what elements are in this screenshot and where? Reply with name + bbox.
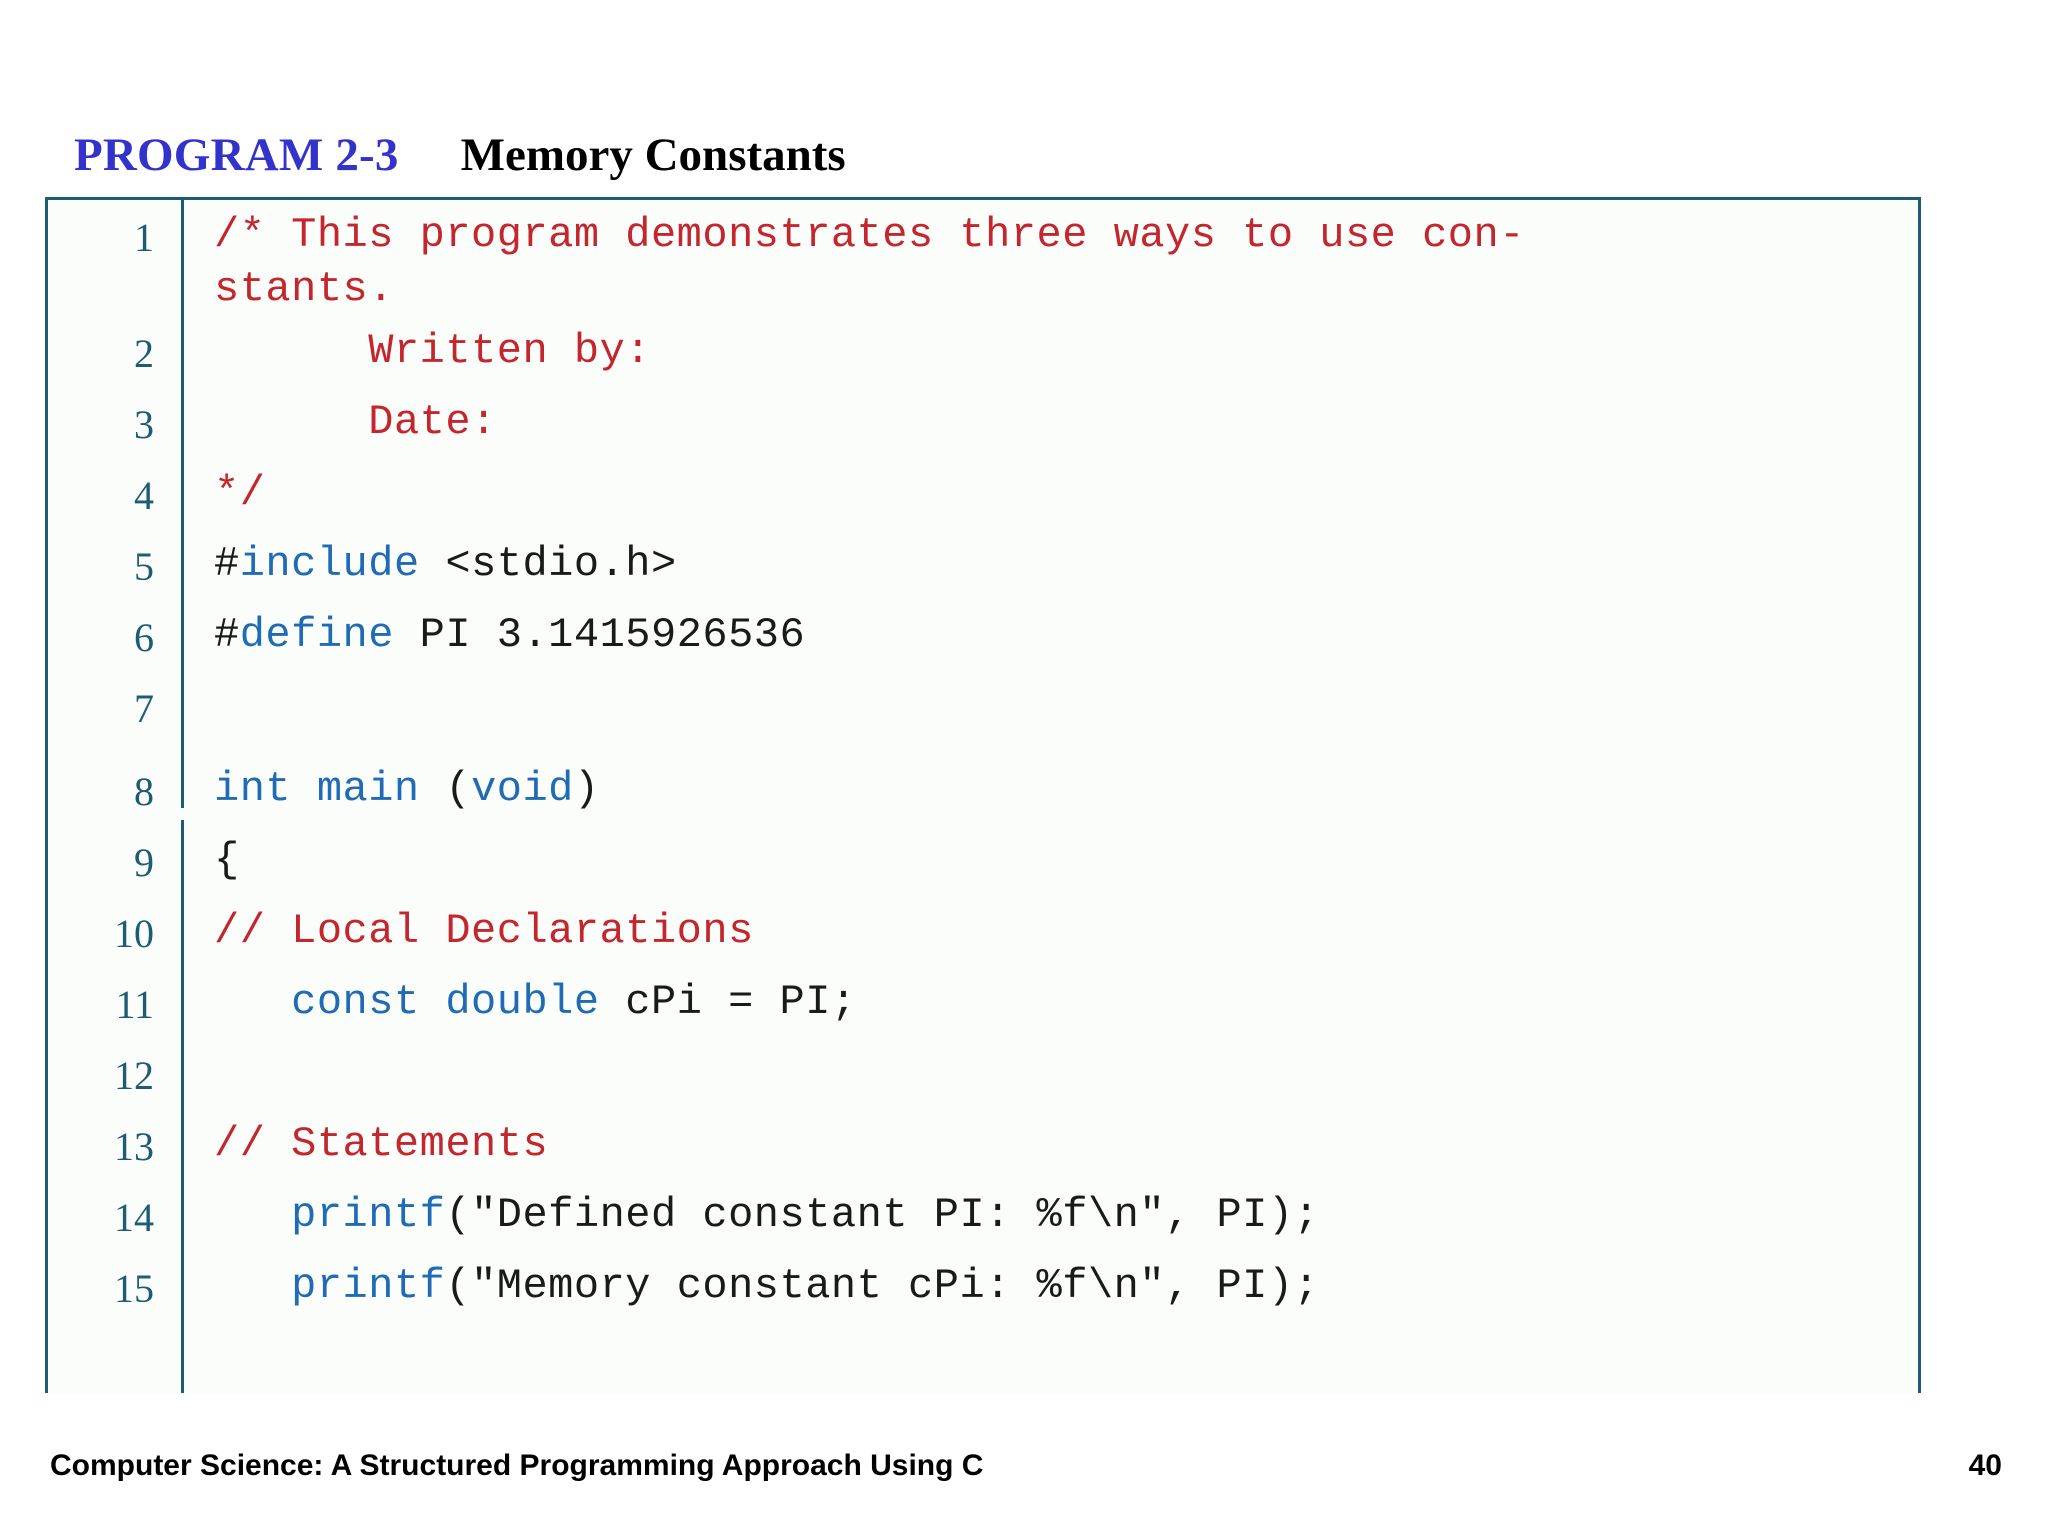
code-line-number: 9 (134, 840, 154, 885)
code-line: 5 #include <stdio.h> (48, 529, 1918, 600)
code-line-number: 12 (114, 1053, 154, 1098)
code-segment-pl: PI 3.1415926536 (393, 611, 806, 659)
code-line: 4 */ (48, 458, 1918, 529)
code-segment-pl: ( (419, 765, 472, 813)
code-segment-cm: Date: (214, 398, 497, 446)
code-segment-cm: // Local Declarations (214, 907, 754, 955)
code-line-number: 14 (114, 1195, 154, 1240)
code-segment-cm: */ (214, 469, 266, 517)
code-segment-pl: { (214, 836, 240, 884)
code-segment-pl: ) (573, 765, 600, 813)
code-segment-kw: printf (291, 1191, 446, 1239)
code-segment-kw: int main (214, 765, 420, 813)
code-line-text: Date: (181, 387, 1918, 449)
code-line-number: 15 (114, 1266, 154, 1311)
code-line: 6 #define PI 3.1415926536 (48, 600, 1918, 671)
code-line: 2 Written by: (48, 316, 1918, 387)
code-line-text: // Local Declarations (181, 896, 1918, 958)
code-line: 7 (48, 671, 1918, 742)
code-line-text: #define PI 3.1415926536 (181, 600, 1918, 662)
code-segment-pl: ("Memory constant cPi: %f\n", PI); (445, 1262, 1320, 1310)
gutter-divider-bottom (181, 820, 184, 1393)
code-line-number: 11 (115, 982, 154, 1027)
code-segment-pl: # (214, 540, 240, 588)
code-line-number: 6 (134, 615, 154, 660)
code-line-number: 3 (134, 402, 154, 447)
code-segment-cm: Written by: (214, 327, 651, 375)
code-line-number: 1 (134, 215, 154, 260)
code-segment-kw: define (239, 611, 394, 659)
code-line-text: int main (void) (181, 754, 1918, 816)
code-line: 1 /* This program demonstrates three ways… (48, 200, 1918, 316)
code-segment-pl: # (214, 611, 240, 659)
code-segment-pl (214, 1191, 291, 1239)
code-line-number: 13 (114, 1124, 154, 1169)
code-line-number: 8 (134, 769, 154, 814)
code-segment-kw: printf (291, 1262, 446, 1310)
code-line-text: printf("Defined constant PI: %f\n", PI); (181, 1180, 1918, 1242)
code-line: 10 // Local Declarations (48, 896, 1918, 967)
gutter-divider-top (181, 200, 184, 808)
code-line-text: // Statements (181, 1109, 1918, 1171)
code-line-text (181, 671, 1918, 733)
code-line-text: Written by: (181, 316, 1918, 378)
code-line: 9{ (48, 825, 1918, 896)
code-line: 12 (48, 1038, 1918, 1109)
code-line-number: 2 (134, 331, 154, 376)
code-line-text: printf("Memory constant cPi: %f\n", PI); (181, 1251, 1918, 1313)
footer-page-number: 40 (1968, 1449, 2002, 1482)
program-label: PROGRAM 2-3 (74, 129, 399, 181)
code-line-number: 5 (134, 544, 154, 589)
footer-book-title: Computer Science: A Structured Programmi… (50, 1449, 984, 1482)
code-line-text: { (181, 825, 1918, 887)
code-segment-pl: ("Defined constant PI: %f\n", PI); (445, 1191, 1320, 1239)
code-segment-cm: // Statements (214, 1120, 549, 1168)
code-segment-pl: <stdio.h> (419, 540, 677, 588)
code-line-text: #include <stdio.h> (181, 529, 1918, 591)
code-listing-box: 1 /* This program demonstrates three ways… (45, 197, 1921, 1393)
code-segment-kw: include (239, 540, 420, 588)
code-line-text: /* This program demonstrates three ways … (181, 200, 1918, 316)
code-line: 8 int main (void) (48, 754, 1918, 825)
page-title: PROGRAM 2-3 Memory Constants (74, 128, 846, 182)
code-line-text (181, 1038, 1918, 1100)
code-line: 15 printf("Memory constant cPi: %f\n", P… (48, 1251, 1918, 1322)
code-line: 14 printf("Defined constant PI: %f\n", P… (48, 1180, 1918, 1251)
code-line: 11 const double cPi = PI; (48, 967, 1918, 1038)
code-segment-pl (214, 978, 291, 1026)
code-line: 13 // Statements (48, 1109, 1918, 1180)
program-name: Memory Constants (460, 129, 846, 181)
code-segment-kw: const double (291, 978, 600, 1026)
code-lines: 1 /* This program demonstrates three ways… (48, 200, 1918, 1322)
code-listing-inner: 1 /* This program demonstrates three ways… (48, 200, 1918, 1393)
code-line-text: const double cPi = PI; (181, 967, 1918, 1029)
code-segment-pl (214, 1262, 291, 1310)
slide-footer: Computer Science: A Structured Programmi… (0, 1449, 2048, 1509)
code-segment-pl: cPi = PI; (599, 978, 857, 1026)
code-line: 3 Date: (48, 387, 1918, 458)
code-line-number: 4 (134, 473, 154, 518)
code-segment-kw: void (471, 765, 574, 813)
code-line-number: 7 (134, 686, 154, 731)
code-line-number: 10 (114, 911, 154, 956)
code-segment-cm: /* This program demonstrates three ways … (214, 211, 1525, 313)
code-line-text: */ (181, 458, 1918, 520)
